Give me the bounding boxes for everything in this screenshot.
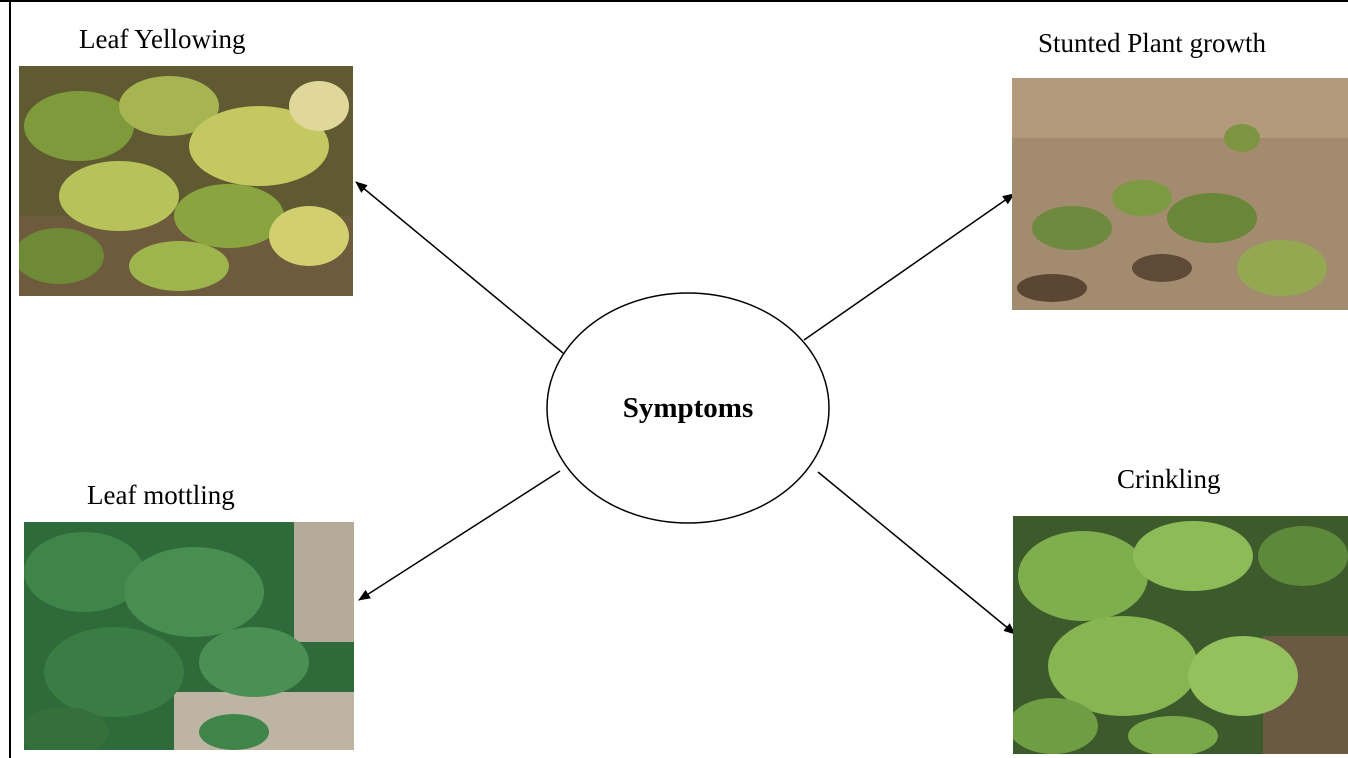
- leaf-mottling-photo: [24, 522, 354, 750]
- caption-stunted-plant-growth: Stunted Plant growth: [1038, 30, 1266, 57]
- arrow-to-leaf-mottling: [359, 471, 560, 600]
- caption-leaf-yellowing: Leaf Yellowing: [79, 26, 245, 53]
- crinkling-photo: [1013, 516, 1348, 754]
- arrow-to-crinkling: [818, 472, 1015, 634]
- caption-leaf-mottling: Leaf mottling: [87, 482, 235, 509]
- center-label: Symptoms: [546, 292, 830, 524]
- caption-crinkling: Crinkling: [1117, 466, 1221, 493]
- arrow-to-stunted-plant-growth: [804, 194, 1014, 340]
- leaf-yellowing-photo: [19, 66, 353, 296]
- stunted-plant-growth-photo: [1012, 78, 1348, 310]
- arrow-to-leaf-yellowing: [356, 182, 563, 353]
